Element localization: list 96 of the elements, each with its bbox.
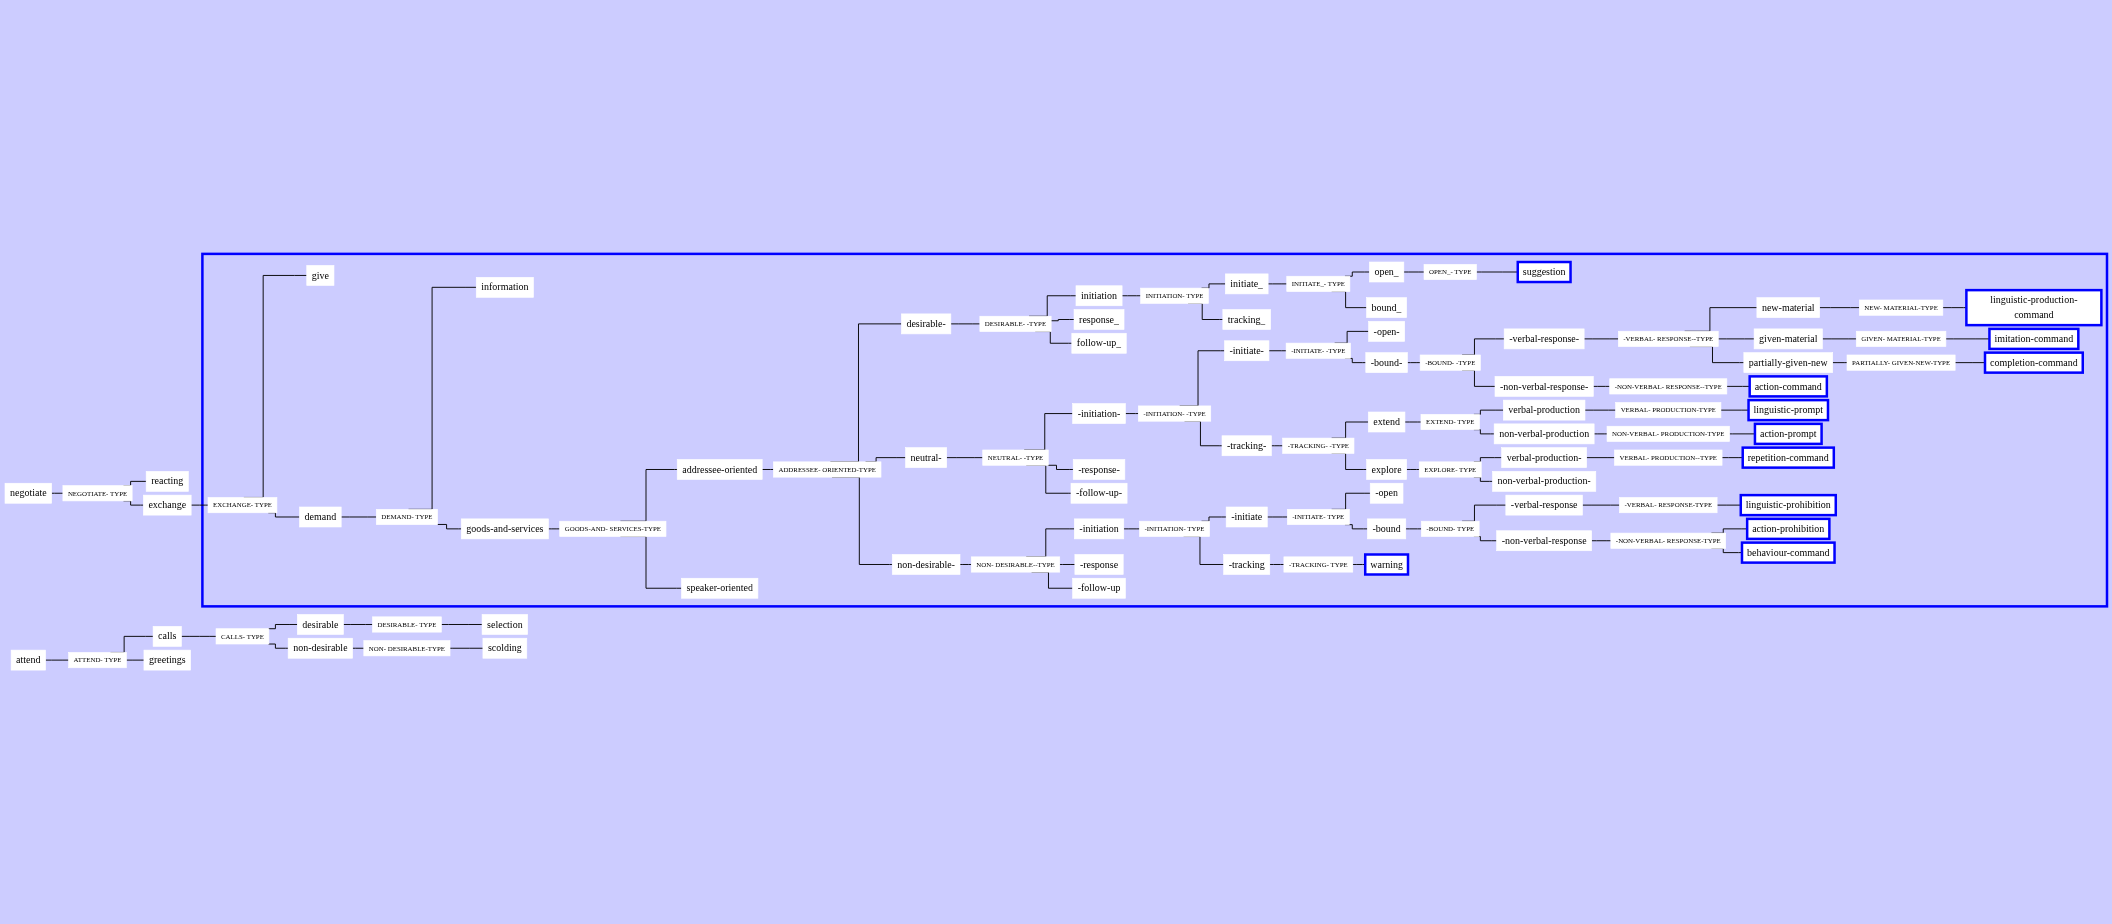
node-box: -response- (1072, 459, 1126, 480)
node-box: verbal-production (1503, 399, 1586, 421)
node-box: reacting (145, 471, 189, 492)
node-box: -follow-up- (1070, 482, 1128, 504)
connector (1591, 540, 1612, 542)
node-box: -response (1074, 554, 1124, 575)
connector (1954, 362, 1986, 364)
node-box: -initiation- (1072, 403, 1126, 424)
node-box: linguistic-prompt (1747, 398, 1830, 422)
node-box: -tracking- (1221, 435, 1272, 457)
node-box: give (306, 265, 335, 286)
node-box: addressee-oriented (676, 459, 763, 480)
node-box: action-prohibition (1745, 517, 1831, 541)
connector (1832, 362, 1848, 364)
node-box: selection (481, 614, 528, 635)
node-box: -bound- (1365, 352, 1408, 373)
connector (267, 624, 298, 630)
node-box: desirable (297, 614, 344, 635)
cluster (201, 252, 2109, 608)
connector (1124, 413, 1139, 415)
node-box: bound_ (1366, 297, 1407, 318)
connector (449, 647, 484, 649)
connector (440, 624, 483, 625)
connector (352, 647, 365, 649)
node-box: -initiation (1074, 518, 1125, 540)
connector (1059, 564, 1076, 565)
node-box: -follow-up (1072, 577, 1126, 599)
node-box: -open (1369, 482, 1404, 504)
node-box: suggestion (1516, 260, 1572, 284)
node-box: -initiate- (1224, 340, 1270, 362)
node-box: behaviour-command (1740, 541, 1836, 564)
node-box: repetition-command (1741, 446, 1836, 469)
node-box: exchange (143, 494, 192, 516)
node-box: action-command (1748, 375, 1829, 398)
connector (959, 564, 972, 565)
node-box: non-desirable- (891, 554, 961, 575)
node-box: extend (1367, 411, 1406, 433)
node-box: initiation (1075, 285, 1123, 307)
node-box: response_ (1073, 309, 1125, 330)
connector (180, 635, 217, 637)
node-box: warning (1364, 553, 1410, 576)
node-box: negotiate (4, 482, 52, 504)
node-box: -bound (1367, 518, 1407, 540)
node-box: information (475, 277, 534, 298)
connector (946, 457, 984, 459)
node-box: initiate_ (1225, 273, 1269, 295)
node-box: -non-verbal-response- (1494, 376, 1594, 397)
connector (267, 643, 289, 649)
node-box: action-prompt (1753, 422, 1823, 446)
node-box: -verbal-response (1505, 494, 1583, 516)
node-box: tracking_ (1222, 309, 1271, 330)
connector (1406, 469, 1420, 470)
connector (1270, 445, 1284, 447)
connector (1050, 319, 1075, 322)
node-box: linguistic-production-command (1965, 288, 2103, 327)
node-box: imitation-command (1988, 327, 2080, 351)
connector (1406, 362, 1421, 364)
node-box: non-desirable (287, 637, 353, 659)
node-box: speaker-oriented (681, 577, 759, 599)
node-box: verbal-production- (1501, 447, 1587, 468)
connector (761, 469, 774, 470)
node-box: desirable- (901, 313, 952, 335)
connector (1942, 307, 1967, 309)
node-box: scolding (482, 637, 528, 659)
node-box: demand (299, 506, 342, 528)
node-box: new-material (1756, 297, 1820, 318)
connector (1269, 564, 1285, 565)
node-box: non-verbal-production (1493, 423, 1595, 445)
node-box: follow-up_ (1071, 332, 1127, 354)
node-box: greetings (143, 649, 191, 671)
node-box: explore (1366, 459, 1407, 480)
connector (1121, 295, 1142, 297)
node-box: open_ (1369, 261, 1405, 283)
node-box: calls (152, 626, 182, 647)
node-box: -open- (1368, 321, 1405, 342)
connector (1592, 385, 1611, 387)
connector (1352, 564, 1366, 565)
node-box: -non-verbal-response (1496, 530, 1592, 552)
node-box: attend (10, 649, 46, 671)
node-box: neutral- (905, 447, 947, 468)
node-box: partially-given-new (1743, 352, 1833, 373)
node-box: goods-and-services (460, 518, 549, 540)
connector (1268, 350, 1287, 352)
node-box: non-verbal-production- (1492, 471, 1597, 492)
node-box: -tracking (1223, 554, 1271, 575)
connector (1586, 457, 1615, 459)
connector (342, 624, 373, 625)
connector (51, 492, 64, 494)
connector (437, 524, 462, 530)
node-box: completion-command (1983, 351, 2084, 374)
node-box: given-material (1753, 328, 1823, 350)
node-box: linguistic-prohibition (1739, 493, 1837, 517)
connector (1047, 464, 1074, 470)
node-box: -verbal-response- (1503, 328, 1585, 350)
node-box: -initiate (1225, 506, 1268, 528)
connector (1819, 307, 1860, 309)
